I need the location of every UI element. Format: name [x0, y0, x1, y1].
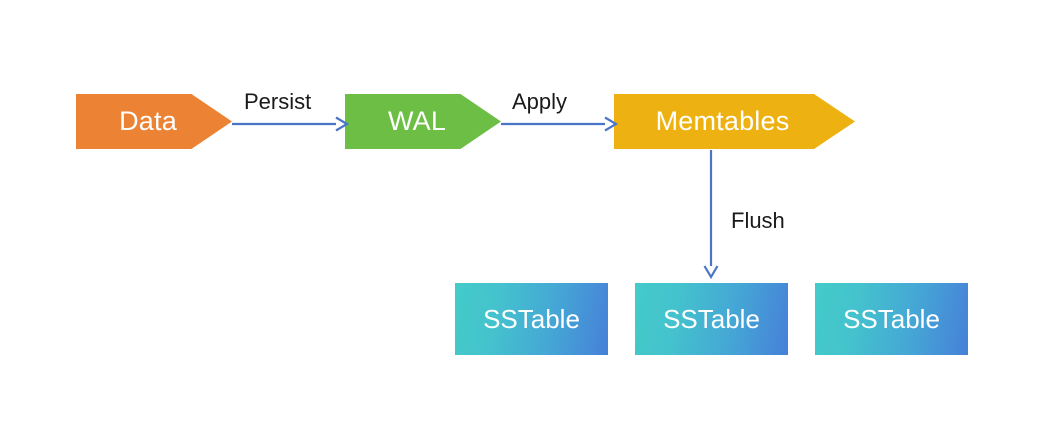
- node-memtables-label: Memtables: [655, 106, 790, 136]
- edge-flush-arrow: [703, 150, 719, 280]
- node-wal[interactable]: WAL: [345, 94, 501, 149]
- node-sstable-1[interactable]: SSTable: [455, 283, 608, 355]
- edge-flush-label: Flush: [731, 208, 785, 233]
- edge-apply-arrow: [501, 116, 619, 132]
- edge-persist-arrow: [232, 116, 350, 132]
- node-data[interactable]: Data: [76, 94, 232, 149]
- node-wal-label: WAL: [387, 106, 447, 136]
- node-sstable-3[interactable]: SSTable: [815, 283, 968, 355]
- edge-apply-label: Apply: [512, 89, 568, 114]
- node-sstable-2-label: SSTable: [663, 304, 760, 334]
- node-data-label: Data: [119, 106, 177, 136]
- node-sstable-2[interactable]: SSTable: [635, 283, 788, 355]
- node-sstable-1-label: SSTable: [483, 304, 580, 334]
- edge-persist-label: Persist: [244, 89, 312, 114]
- node-memtables[interactable]: Memtables: [614, 94, 855, 149]
- node-sstable-3-label: SSTable: [843, 304, 940, 334]
